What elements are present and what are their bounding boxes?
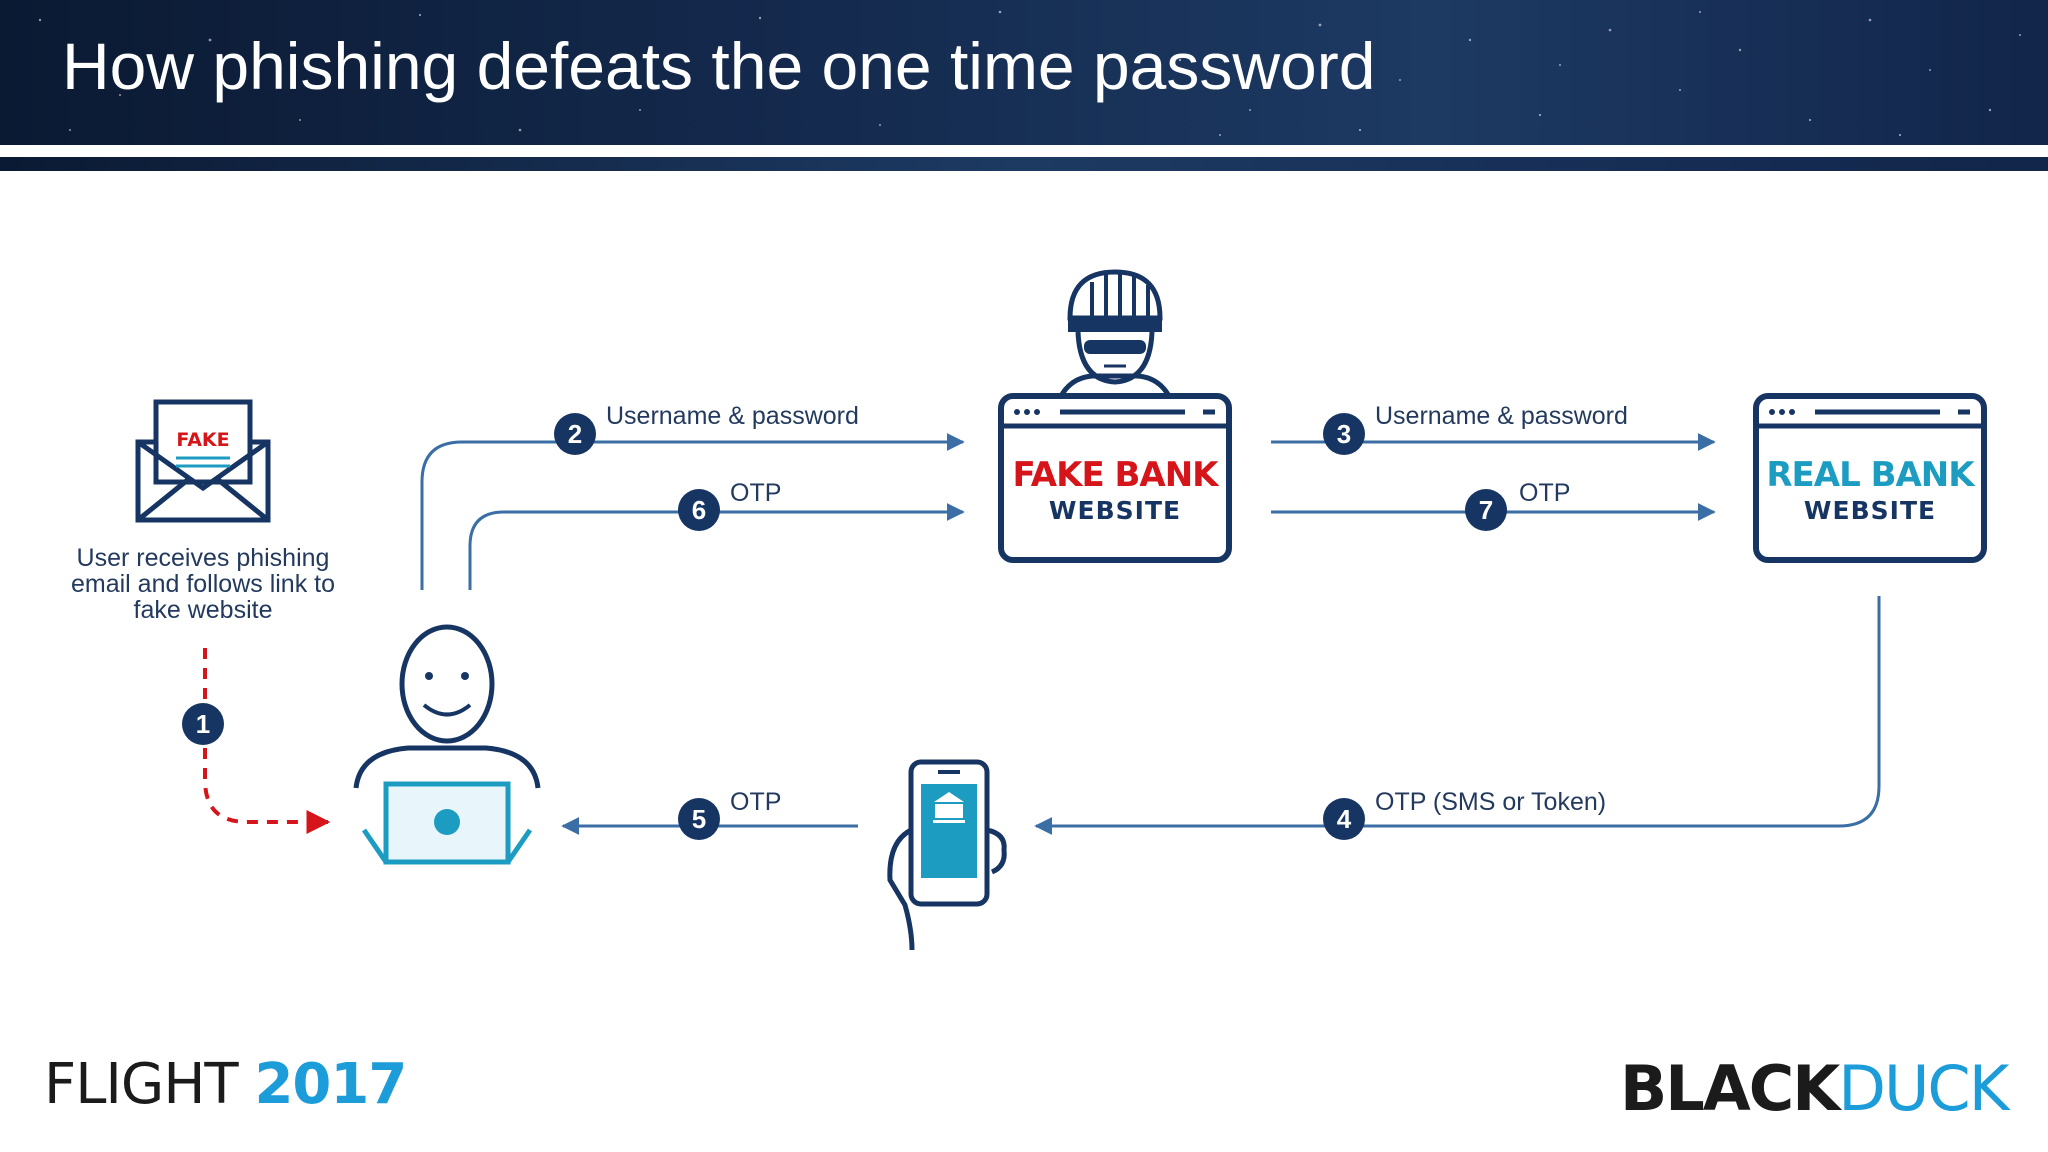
- step-4-arrow: [1034, 596, 1881, 835]
- step-3-label: Username & password: [1375, 402, 1628, 430]
- event-name: FLIGHT: [44, 1052, 239, 1117]
- header-divider: [0, 145, 2048, 157]
- slide-title: How phishing defeats the one time passwo…: [62, 29, 1376, 103]
- phishing-flow-diagram: FAKE User receives phishing email and fo…: [71, 269, 1987, 951]
- step-1-badge: 1: [182, 703, 224, 745]
- step-7-badge: 7: [1465, 489, 1507, 531]
- real-bank-website-box: [1753, 393, 1987, 563]
- event-logo: FLIGHT 2017: [44, 1052, 407, 1117]
- svg-text:2: 2: [568, 419, 582, 449]
- step-2-arrow: [420, 433, 965, 590]
- svg-text:5: 5: [692, 804, 706, 834]
- user-caption-line-3: fake website: [134, 596, 273, 624]
- step-1-arrow: [203, 648, 331, 834]
- brand-logo: BLACKDUCK: [1620, 1052, 2009, 1125]
- phone-icon: [887, 759, 1007, 951]
- fake-bank-title: FAKE BANK: [1012, 455, 1220, 495]
- user-icon: [353, 624, 541, 789]
- step-3-badge: 3: [1323, 413, 1365, 455]
- svg-text:4: 4: [1337, 804, 1352, 834]
- step-5-badge: 5: [678, 798, 720, 840]
- fake-email-tag: FAKE: [176, 429, 229, 451]
- brand-part-1: BLACK: [1620, 1052, 1840, 1125]
- svg-text:6: 6: [692, 495, 706, 525]
- step-2-label: Username & password: [606, 402, 859, 430]
- real-bank-title: REAL BANK: [1766, 455, 1976, 495]
- step-6-arrow: [468, 503, 965, 590]
- phishing-email-icon: [135, 399, 271, 523]
- starfield-background: [38, 10, 2021, 137]
- svg-text:1: 1: [196, 709, 210, 739]
- step-4-label: OTP (SMS or Token): [1375, 788, 1606, 816]
- svg-text:3: 3: [1337, 419, 1351, 449]
- step-5-label: OTP: [730, 788, 781, 816]
- real-bank-subtitle: WEBSITE: [1804, 496, 1936, 525]
- fake-bank-website-box: [998, 393, 1232, 563]
- hacker-icon: [1057, 269, 1173, 400]
- step-7-label: OTP: [1519, 479, 1570, 507]
- svg-text:7: 7: [1479, 495, 1493, 525]
- step-6-label: OTP: [730, 479, 781, 507]
- step-6-badge: 6: [678, 489, 720, 531]
- event-year: 2017: [254, 1052, 407, 1117]
- fake-bank-subtitle: WEBSITE: [1049, 496, 1181, 525]
- step-2-badge: 2: [554, 413, 596, 455]
- title-banner: How phishing defeats the one time passwo…: [0, 0, 2048, 145]
- user-caption-line-2: email and follows link to: [71, 570, 335, 598]
- laptop-icon: [361, 781, 533, 865]
- step-4-badge: 4: [1323, 798, 1365, 840]
- header-band: [0, 157, 2048, 171]
- brand-part-2: DUCK: [1838, 1052, 2009, 1125]
- user-caption-line-1: User receives phishing: [77, 544, 330, 572]
